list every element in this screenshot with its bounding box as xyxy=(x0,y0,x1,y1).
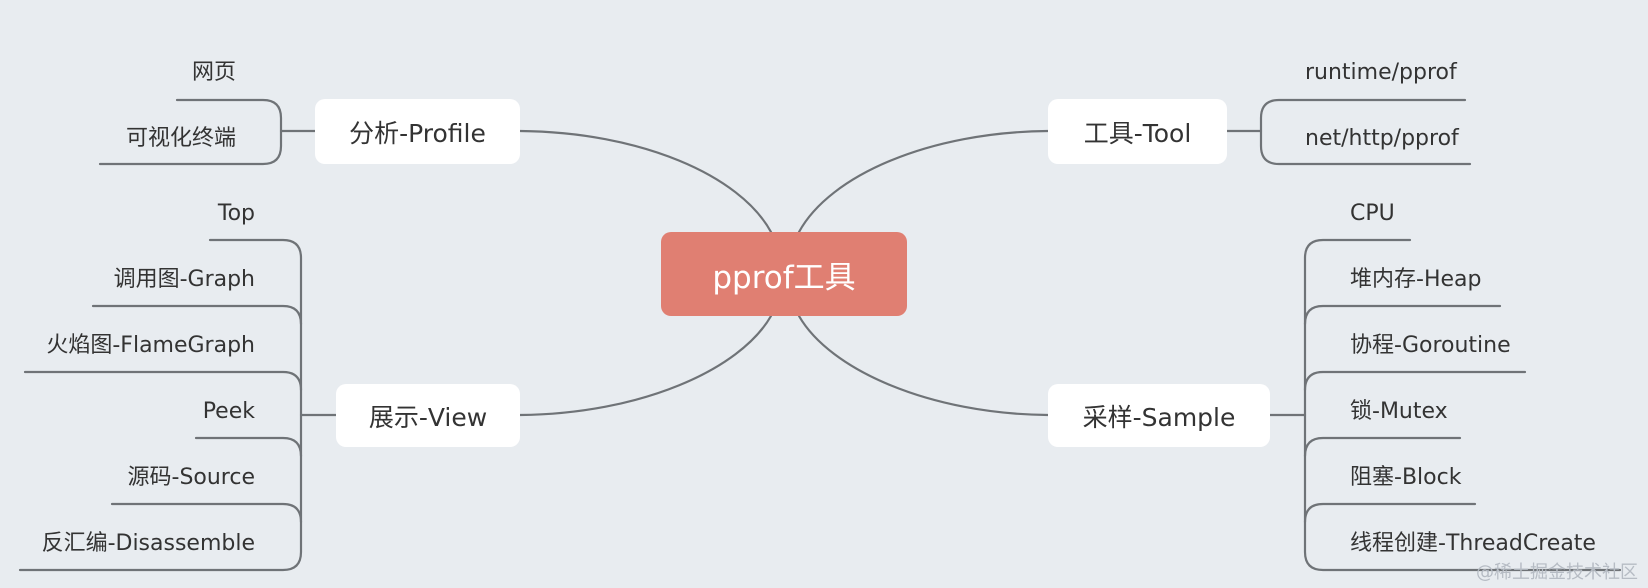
branch-sample-label: 采样-Sample xyxy=(1082,402,1236,432)
leaf-tool-1[interactable]: runtime/pprof xyxy=(1305,60,1457,85)
leaf-sample-6[interactable]: 线程创建-ThreadCreate xyxy=(1350,531,1596,556)
connector-root-profile xyxy=(518,129,773,234)
connector-profile-bracket xyxy=(98,98,283,166)
leaf-view-4[interactable]: Peek xyxy=(202,399,255,424)
leaf-profile-1[interactable]: 网页 xyxy=(191,60,236,85)
leaf-sample-1[interactable]: CPU xyxy=(1350,201,1395,226)
connector-view-row-3 xyxy=(23,370,303,392)
leaf-view-3[interactable]: 火焰图-FlameGraph xyxy=(46,333,255,358)
branch-tool[interactable]: 工具-Tool xyxy=(1048,99,1227,164)
connector-sample-row-5 xyxy=(1303,502,1477,524)
connector-view-row-4 xyxy=(194,436,303,458)
connector-root-tool xyxy=(797,129,1050,234)
connector-sample-row-3 xyxy=(1303,370,1527,392)
leaf-view-1[interactable]: Top xyxy=(217,201,255,226)
leaf-sample-2[interactable]: 堆内存-Heap xyxy=(1350,267,1482,292)
connector-view-bracket xyxy=(18,238,303,572)
leaf-sample-4[interactable]: 锁-Mutex xyxy=(1350,399,1448,424)
branch-view-label: 展示-View xyxy=(368,402,488,432)
leaf-sample-5[interactable]: 阻塞-Block xyxy=(1350,465,1462,490)
branch-tool-label: 工具-Tool xyxy=(1083,118,1192,148)
branch-profile-label: 分析-Profile xyxy=(349,118,486,148)
connector-sample-bracket xyxy=(1303,238,1622,572)
leaf-view-2[interactable]: 调用图-Graph xyxy=(113,267,255,292)
leaf-view-6[interactable]: 反汇编-Disassemble xyxy=(41,531,255,556)
leaf-view-5[interactable]: 源码-Source xyxy=(127,465,256,490)
connector-view-row-5 xyxy=(110,502,303,524)
branch-sample[interactable]: 采样-Sample xyxy=(1048,384,1270,447)
root-node[interactable]: pprof工具 xyxy=(661,232,907,316)
connector-root-view xyxy=(518,314,773,417)
root-label: pprof工具 xyxy=(712,259,856,296)
connector-sample-row-4 xyxy=(1303,436,1462,458)
connector-tool-bracket xyxy=(1259,98,1472,166)
leaf-tool-2[interactable]: net/http/pprof xyxy=(1305,126,1459,151)
leaf-sample-3[interactable]: 协程-Goroutine xyxy=(1350,333,1511,358)
connector-view-row-2 xyxy=(91,304,303,326)
connector-sample-row-2 xyxy=(1303,304,1502,326)
branch-profile[interactable]: 分析-Profile xyxy=(315,99,520,164)
leaf-profile-2[interactable]: 可视化终端 xyxy=(125,126,236,151)
watermark-text: @稀土掘金技术社区 xyxy=(1476,562,1638,583)
connector-root-sample xyxy=(797,314,1050,417)
branch-view[interactable]: 展示-View xyxy=(336,384,520,447)
